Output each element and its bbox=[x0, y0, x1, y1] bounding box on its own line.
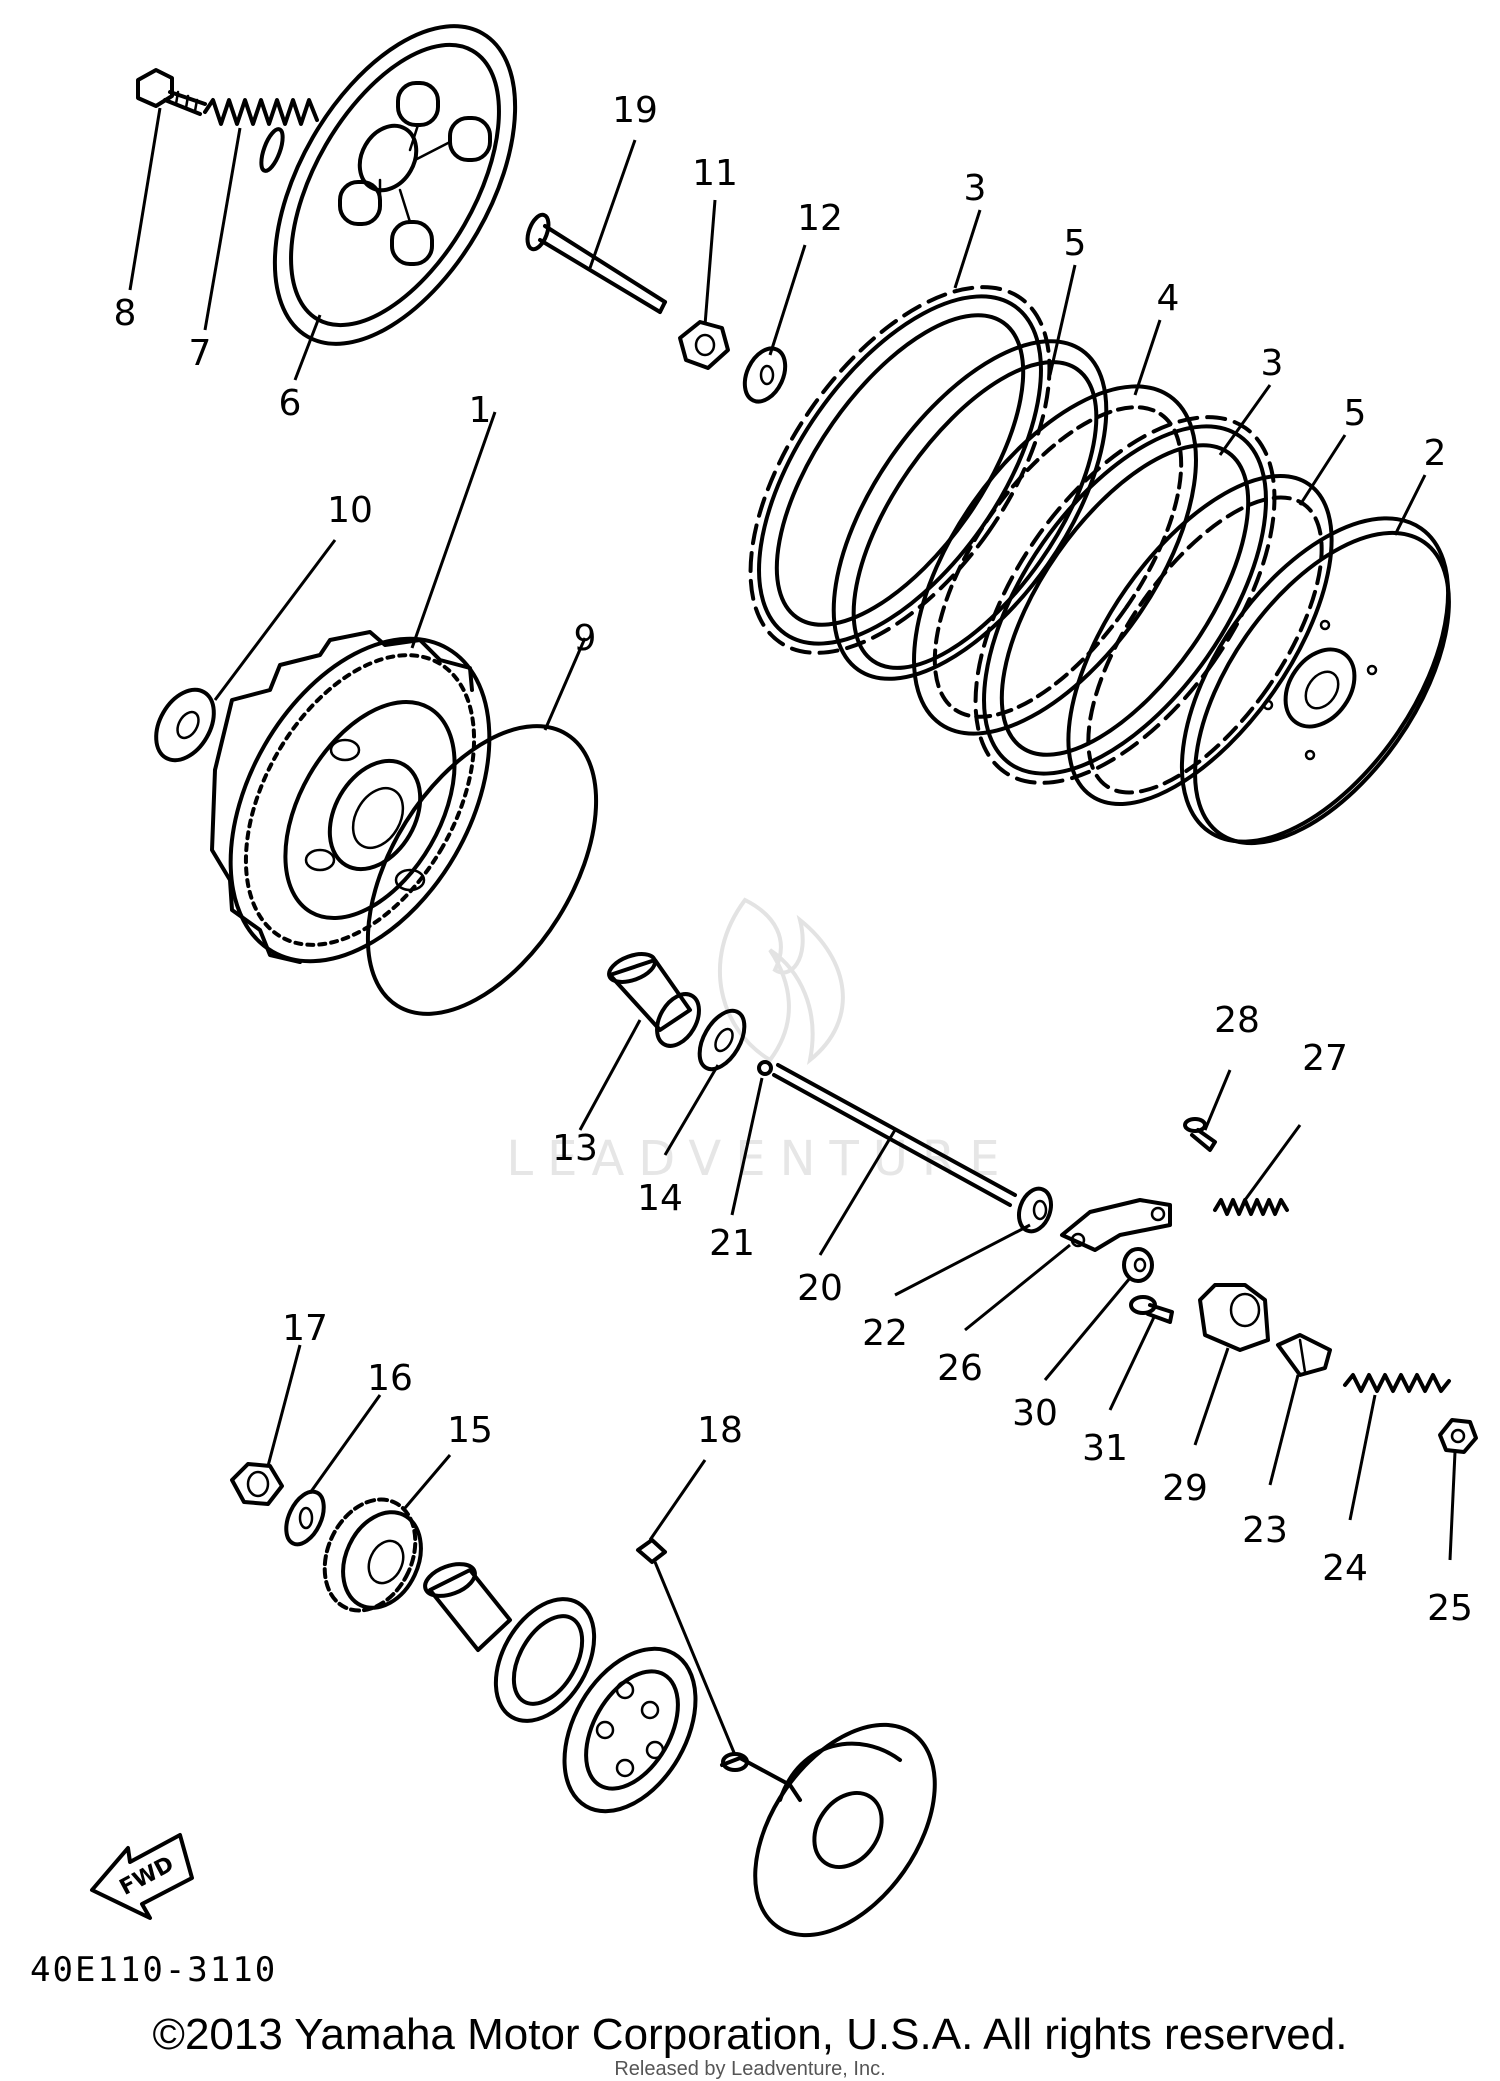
part-13-spacer[interactable] bbox=[605, 949, 707, 1054]
callout-28: 28 bbox=[1214, 1000, 1260, 1041]
part-12-washer[interactable] bbox=[737, 342, 793, 408]
part-28-screw[interactable] bbox=[1183, 1117, 1217, 1152]
callout-25: 25 bbox=[1427, 1588, 1473, 1629]
part-31-screw[interactable] bbox=[1129, 1295, 1174, 1324]
callout-13: 13 bbox=[552, 1128, 598, 1169]
part-14-washer[interactable] bbox=[690, 1003, 753, 1076]
callout-9: 9 bbox=[574, 618, 597, 659]
callout-27: 27 bbox=[1302, 1038, 1348, 1079]
callout-2: 2 bbox=[1424, 433, 1447, 474]
part-19-push-rod[interactable] bbox=[523, 212, 667, 314]
callout-29: 29 bbox=[1162, 1468, 1208, 1509]
callout-31: 31 bbox=[1082, 1428, 1128, 1469]
callout-20: 20 bbox=[797, 1268, 843, 1309]
part-3a-friction-plate[interactable] bbox=[691, 236, 1109, 704]
callout-4: 4 bbox=[1157, 278, 1180, 319]
callout-6: 6 bbox=[279, 383, 302, 424]
part-25-nut[interactable] bbox=[1438, 1418, 1478, 1454]
callout-3b: 3 bbox=[1261, 343, 1284, 384]
callout-19: 19 bbox=[612, 90, 658, 131]
callout-14: 14 bbox=[637, 1178, 683, 1219]
part-1-clutch-housing[interactable] bbox=[177, 593, 543, 1006]
part-30-collar[interactable] bbox=[1122, 1247, 1154, 1283]
part-20-push-rod[interactable] bbox=[772, 1063, 1017, 1207]
callout-7: 7 bbox=[189, 333, 212, 374]
callout-21: 21 bbox=[709, 1223, 755, 1264]
part-7-spring[interactable] bbox=[203, 98, 319, 173]
fwd-label: FWD bbox=[116, 1852, 179, 1901]
part-4-clutch-plate[interactable] bbox=[858, 339, 1251, 781]
part-29-adjuster-housing[interactable] bbox=[1198, 1283, 1270, 1352]
callout-15: 15 bbox=[447, 1410, 493, 1451]
callout-17: 17 bbox=[282, 1308, 328, 1349]
copyright-notice: ©2013 Yamaha Motor Corporation, U.S.A. A… bbox=[152, 2010, 1348, 2059]
part-11-nut[interactable] bbox=[678, 320, 730, 370]
part-21-ball[interactable] bbox=[757, 1060, 773, 1076]
leader-lines bbox=[128, 107, 1457, 1756]
callout-24: 24 bbox=[1322, 1548, 1368, 1589]
callout-23: 23 bbox=[1242, 1510, 1288, 1551]
crankshaft-assembly bbox=[423, 1562, 937, 1938]
part-18-key[interactable] bbox=[636, 1538, 667, 1564]
fwd-arrow-icon: FWD bbox=[90, 1833, 194, 1920]
callout-22: 22 bbox=[862, 1313, 908, 1354]
callout-3a: 3 bbox=[964, 168, 987, 209]
part-26-release-lever[interactable] bbox=[1060, 1198, 1172, 1252]
part-17-nut[interactable] bbox=[230, 1462, 284, 1506]
part-22-oil-seal[interactable] bbox=[1013, 1184, 1056, 1236]
part-27-spring[interactable] bbox=[1213, 1198, 1289, 1216]
part-23-adjuster-screw[interactable] bbox=[1276, 1333, 1332, 1377]
part-16-washer[interactable] bbox=[279, 1486, 332, 1550]
callout-5b: 5 bbox=[1344, 393, 1367, 434]
callout-11: 11 bbox=[692, 153, 738, 194]
part-15-primary-drive-gear[interactable] bbox=[307, 1485, 435, 1626]
callout-30: 30 bbox=[1012, 1393, 1058, 1434]
callout-10: 10 bbox=[327, 490, 373, 531]
part-2-clutch-boss[interactable] bbox=[1129, 472, 1500, 888]
callout-18: 18 bbox=[697, 1410, 743, 1451]
callouts: 8 7 6 19 11 12 3 5 4 3 5 2 10 1 9 28 27 … bbox=[114, 90, 1473, 1629]
part-6-pressure-plate[interactable] bbox=[225, 0, 565, 384]
part-9-o-ring[interactable] bbox=[321, 687, 643, 1054]
part-8-bolt[interactable] bbox=[136, 68, 207, 116]
callout-26: 26 bbox=[937, 1348, 983, 1389]
part-5b-clutch-plate[interactable] bbox=[1017, 433, 1382, 848]
part-10-washer[interactable] bbox=[144, 680, 225, 771]
callout-16: 16 bbox=[367, 1358, 413, 1399]
part-3b-friction-plate[interactable] bbox=[916, 366, 1334, 834]
part-24-spring[interactable] bbox=[1343, 1373, 1451, 1393]
callout-12: 12 bbox=[797, 198, 843, 239]
callout-1: 1 bbox=[469, 390, 492, 431]
callout-8: 8 bbox=[114, 293, 137, 334]
callout-5a: 5 bbox=[1064, 223, 1087, 264]
diagram-code: 40E110-3110 bbox=[30, 1950, 278, 1990]
released-by-notice: Released by Leadventure, Inc. bbox=[614, 2058, 886, 2080]
